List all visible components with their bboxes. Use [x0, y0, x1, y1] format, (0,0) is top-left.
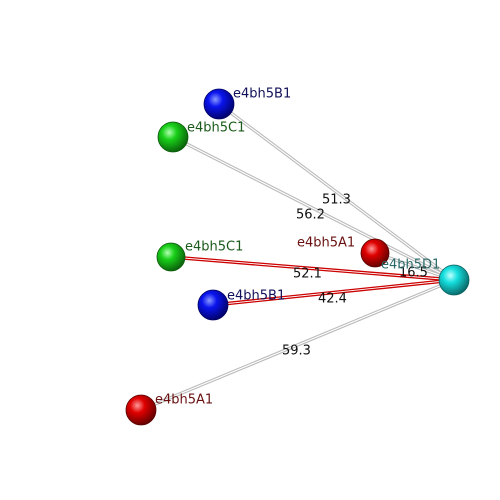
node-sphere-blue	[197, 289, 229, 321]
edge	[171, 135, 456, 282]
node-sphere-blue	[203, 88, 235, 120]
node-sphere-red	[125, 394, 157, 426]
edge-stroke	[217, 104, 454, 282]
edge-label: 52.1	[293, 267, 322, 282]
edge	[140, 278, 455, 412]
edge-stroke	[170, 255, 455, 280]
node-label: e4bh5C1	[187, 121, 245, 136]
edge-stroke	[212, 280, 455, 307]
edge	[217, 102, 456, 282]
edge-label: 51.3	[322, 193, 351, 208]
edge	[170, 255, 455, 282]
edge-stroke	[172, 135, 456, 280]
nodes-layer	[125, 88, 470, 426]
edge-label: 16.5	[399, 266, 428, 281]
edge-stroke	[170, 257, 455, 282]
node-label: e4bh5A1	[297, 236, 355, 251]
node-label: e4bh5A1	[155, 393, 213, 408]
edge-label: 42.4	[318, 292, 347, 307]
edge-label: 56.2	[296, 208, 325, 223]
node-label: e4bh5B1	[227, 289, 285, 304]
node-sphere-green	[156, 242, 186, 272]
node-sphere-green	[157, 121, 189, 153]
edge-stroke	[140, 278, 455, 410]
node-label: e4bh5D1	[381, 258, 440, 273]
edge-label: 59.3	[282, 344, 311, 359]
edge-stroke	[219, 102, 456, 280]
edge-stroke	[212, 278, 455, 305]
node-sphere-cyan	[438, 264, 470, 296]
node-label: e4bh5C1	[185, 240, 243, 255]
edge-stroke	[171, 137, 455, 282]
edge	[212, 278, 455, 307]
edge-stroke	[140, 280, 455, 412]
node-labels-layer: e4bh5B1 e4bh5C1 e4bh5C1 e4bh5B1 e4bh5A1 e4bh5…	[155, 87, 440, 408]
edge-labels-layer: 51.356.2 16.5 52.1 42.4 59.3	[282, 193, 428, 359]
node-sphere-red	[360, 238, 390, 268]
node-label: e4bh5B1	[233, 87, 291, 102]
